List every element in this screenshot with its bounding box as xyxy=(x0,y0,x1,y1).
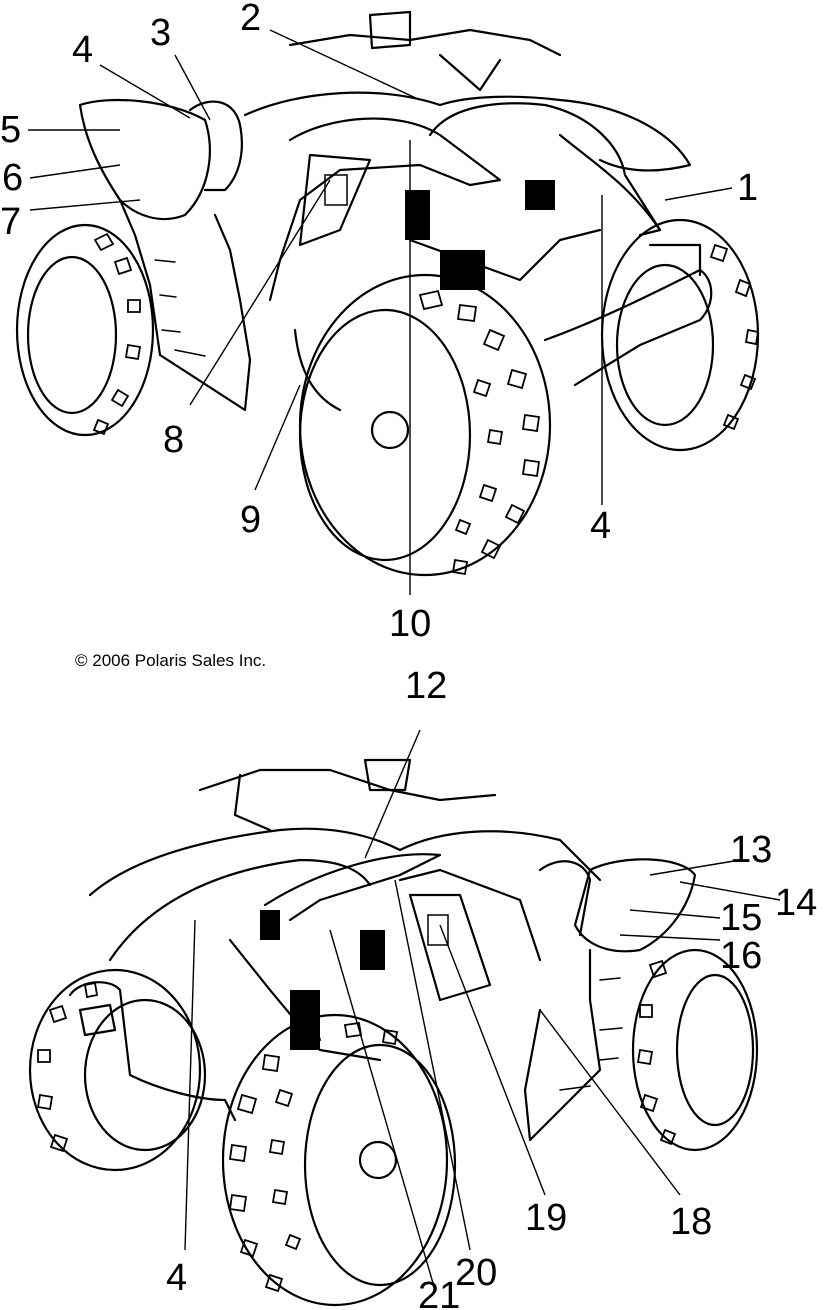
front-body-bottom xyxy=(88,827,602,897)
rear-right-wheel xyxy=(631,948,759,1152)
callout-16: 16 xyxy=(720,935,762,977)
atv-bottom-illustration xyxy=(28,758,759,1307)
rear-fender xyxy=(78,98,211,220)
callout-4: 4 xyxy=(72,29,93,71)
callout-4-bottom: 4 xyxy=(166,1257,187,1299)
callout-14: 14 xyxy=(775,882,817,924)
callout-12: 12 xyxy=(405,665,447,707)
callout-6: 6 xyxy=(2,157,23,199)
callout-10: 10 xyxy=(389,603,431,645)
bottom-callouts: 12 13 14 15 16 18 19 20 21 4 xyxy=(166,665,817,1310)
front-right-wheel xyxy=(600,218,760,452)
callout-9: 9 xyxy=(240,499,261,541)
callout-21: 21 xyxy=(418,1275,460,1310)
top-leader-lines xyxy=(28,29,733,595)
callout-19: 19 xyxy=(525,1197,567,1239)
callout-7: 7 xyxy=(0,201,21,243)
front-bumper xyxy=(543,268,713,387)
callout-2: 2 xyxy=(240,0,261,39)
rear-left-wheel xyxy=(15,223,155,437)
handlebars xyxy=(288,28,562,57)
callout-5: 5 xyxy=(0,109,21,151)
callout-1: 1 xyxy=(737,167,758,209)
callout-8: 8 xyxy=(163,419,184,461)
handlebars-bottom xyxy=(198,768,497,802)
callout-4-top-right: 4 xyxy=(590,505,611,547)
front-bumper-bottom xyxy=(68,981,237,1122)
top-callouts: 1 2 3 4 5 6 7 8 9 10 4 xyxy=(0,0,758,645)
callout-13: 13 xyxy=(730,829,772,871)
front-left-wheel xyxy=(298,273,552,577)
atv-top-illustration xyxy=(15,10,760,577)
callout-18: 18 xyxy=(670,1201,712,1243)
bottom-leader-lines xyxy=(184,729,781,1291)
callout-15: 15 xyxy=(720,897,762,939)
callout-3: 3 xyxy=(150,12,171,54)
front-left-wheel-bottom xyxy=(28,968,207,1172)
front-body xyxy=(243,91,692,172)
front-right-wheel-bottom xyxy=(221,1013,457,1307)
copyright-text: © 2006 Polaris Sales Inc. xyxy=(75,651,266,670)
callout-20: 20 xyxy=(455,1252,497,1294)
